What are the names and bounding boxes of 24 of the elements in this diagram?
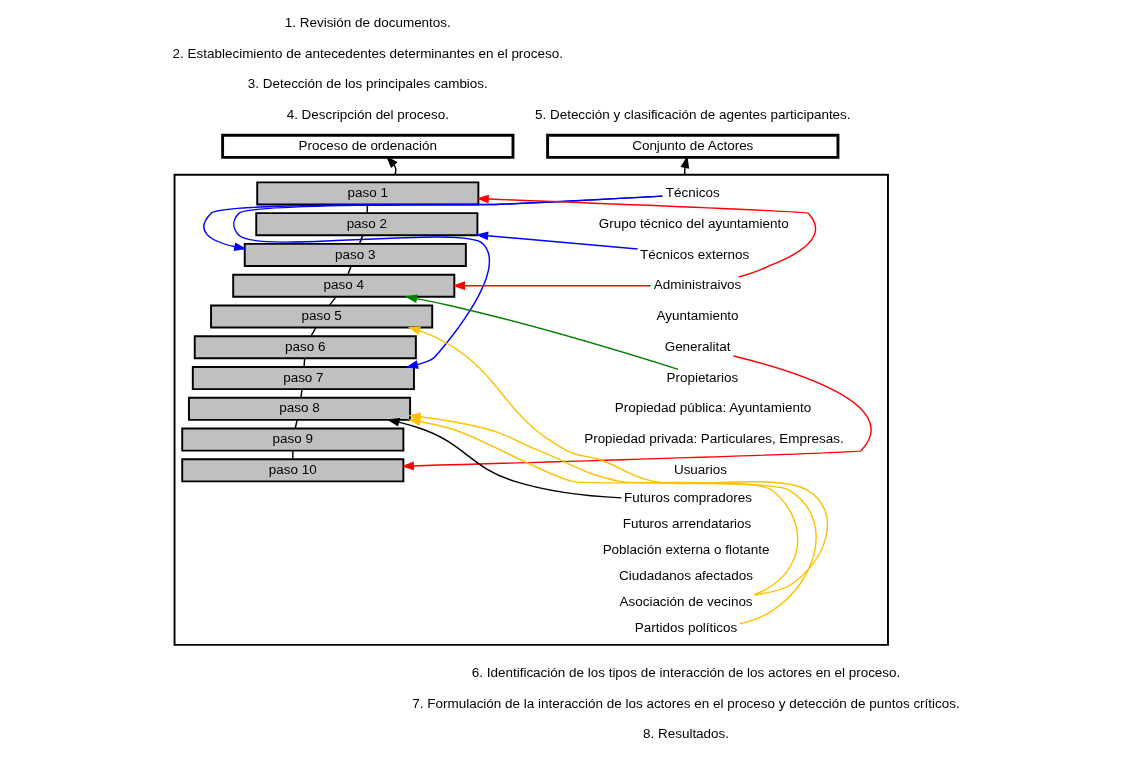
label: 1. Revisión de documentos. — [284, 14, 451, 30]
node-text: Técnicos — [665, 184, 720, 200]
node-text: Generalitat — [664, 338, 730, 354]
node-text: Administraivos — [653, 277, 741, 293]
node-text: Propiedad pública: Ayuntamiento — [614, 400, 811, 416]
node-text: Ayuntamiento — [656, 308, 739, 324]
label: 7. Formulación de la interacción de los actores en el proceso y detección de puntos críticos. — [411, 695, 960, 711]
node-text: Población externa o flotante — [602, 542, 769, 558]
label: 5. Detección y clasificación de agentes participantes. — [534, 107, 851, 123]
node-text: Futuros arrendatarios — [622, 516, 751, 532]
node-text: Usuarios — [673, 461, 727, 477]
label: 6. Identificación de los tipos de interacción de los actores en el proceso. — [471, 664, 900, 680]
label: 3. Detección de los principales cambios. — [247, 76, 488, 92]
label: 8. Resultados. — [642, 726, 729, 742]
node-text: Técnicos externos — [639, 246, 749, 262]
node-text: Propietarios — [666, 369, 738, 385]
node-text: Futuros compradores — [623, 490, 752, 506]
node-text: Asociación de vecinos — [618, 594, 753, 610]
node-text: Ciudadanos afectados — [618, 568, 753, 584]
label: 4. Descripción del proceso. — [286, 107, 449, 123]
label: 2. Establecimiento de antecedentes determinantes en el proceso. — [172, 45, 563, 61]
node-text: Grupo técnico del ayuntamiento — [598, 215, 789, 231]
node-text: Propiedad privada: Particulares, Empresas. — [583, 431, 844, 447]
node-text: Partidos políticos — [634, 620, 737, 636]
